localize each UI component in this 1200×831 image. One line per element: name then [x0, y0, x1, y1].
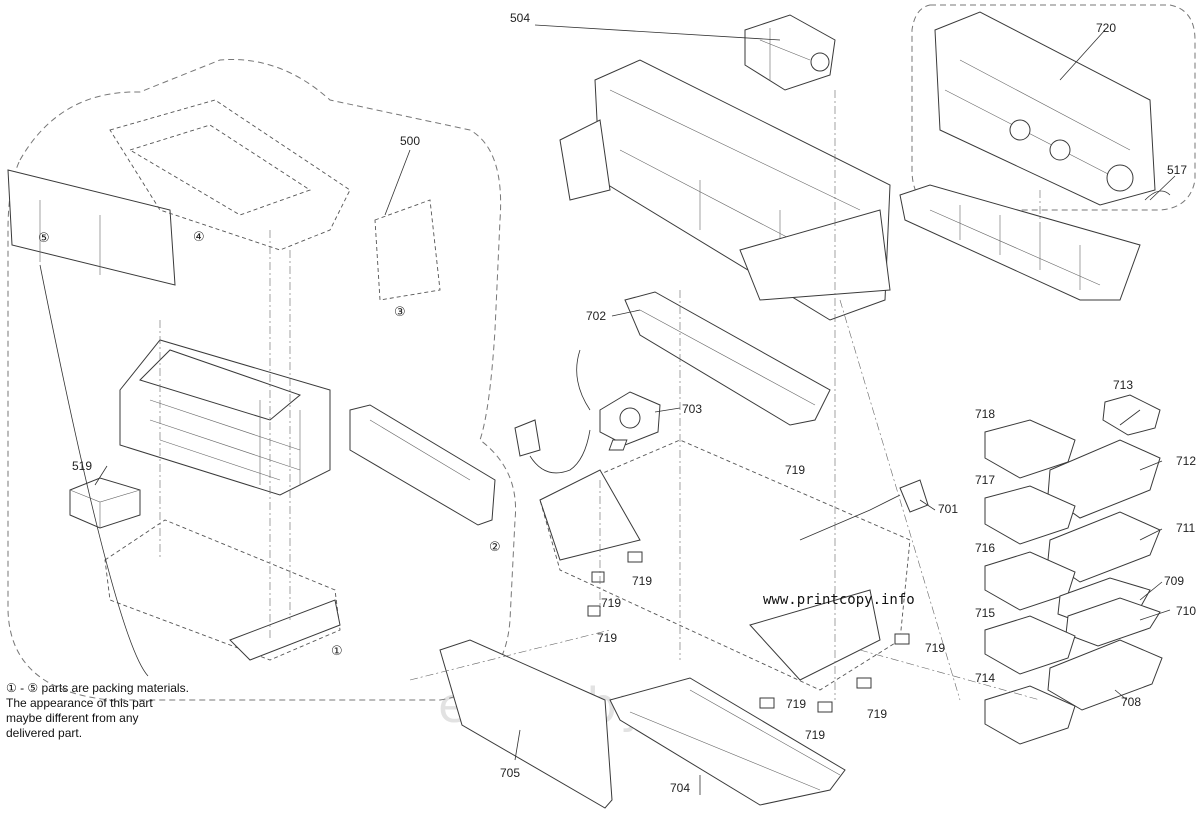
note-line-3: maybe different from any: [6, 711, 139, 725]
label-719-a: 719: [785, 463, 805, 477]
part-4-top-packing: [109, 99, 351, 251]
part-705-front-cover: [439, 639, 613, 809]
label-711: 711: [1176, 521, 1195, 535]
label-719-f: 719: [786, 697, 806, 711]
part-713-sheet: [1102, 394, 1161, 436]
label-716: 716: [975, 541, 995, 555]
note-line-4: delivered part.: [6, 726, 83, 740]
label-circled-5: ⑤: [38, 231, 50, 246]
label-702: 702: [586, 309, 606, 323]
site-watermark: www.printcopy.info: [763, 592, 915, 608]
part-504-carriage: [744, 14, 836, 91]
label-circled-3: ③: [394, 305, 406, 320]
label-718: 718: [975, 407, 995, 421]
label-circled-4: ④: [193, 230, 205, 245]
label-720: 720: [1096, 21, 1116, 35]
flat-parts-stack: [984, 394, 1163, 745]
label-719-c: 719: [601, 596, 621, 610]
label-705: 705: [500, 766, 520, 780]
label-circled-1: ①: [331, 644, 343, 659]
part-702-cover-bar: [624, 291, 831, 426]
part-5-front-packing: [7, 169, 176, 286]
label-719-b: 719: [632, 574, 652, 588]
packing-group-boundary: [7, 59, 517, 701]
cable-assembly: [514, 419, 591, 474]
label-709: 709: [1164, 574, 1184, 588]
label-519: 519: [72, 459, 92, 473]
part-3-side-packing: [374, 199, 441, 301]
label-717: 717: [975, 473, 995, 487]
label-719-g: 719: [805, 728, 825, 742]
label-714: 714: [975, 671, 995, 685]
printer-mechanism-assembly: [119, 339, 331, 496]
label-701: 701: [938, 502, 958, 516]
part-715-sheet: [984, 615, 1076, 675]
label-703: 703: [682, 402, 702, 416]
main-frame: [559, 59, 891, 321]
label-715: 715: [975, 606, 995, 620]
label-708: 708: [1121, 695, 1141, 709]
label-504: 504: [510, 11, 530, 25]
label-712: 712: [1176, 454, 1196, 468]
part-717-sheet: [984, 485, 1076, 545]
label-704: 704: [670, 781, 690, 795]
foot-pads-719: [587, 439, 910, 713]
packing-note: ① - ⑤ parts are packing materials. The a…: [6, 681, 236, 741]
part-708-sheet: [1047, 639, 1163, 711]
output-rake: [899, 184, 1141, 301]
part-1-base-packing: [104, 519, 341, 661]
housing-lower: [539, 439, 911, 691]
part-714-sheet: [984, 685, 1076, 745]
part-720-paper-feed: [934, 11, 1156, 206]
part-701-sensor: [799, 479, 929, 541]
label-500: 500: [400, 134, 420, 148]
explode-lines: [409, 90, 1041, 701]
label-719-d: 719: [597, 631, 617, 645]
callout-leaders: [39, 24, 1176, 795]
part-703-motor: [576, 349, 661, 446]
label-719-e: 719: [925, 641, 945, 655]
label-517: 517: [1167, 163, 1187, 177]
label-circled-2: ②: [489, 540, 501, 555]
label-710: 710: [1176, 604, 1196, 618]
note-line-2: The appearance of this part: [6, 696, 153, 710]
part-519-foam-block: [69, 477, 141, 529]
part-2-strip-packing: [349, 404, 496, 526]
note-line-1: ① - ⑤ parts are packing materials.: [6, 681, 189, 695]
label-719-h: 719: [867, 707, 887, 721]
label-713: 713: [1113, 378, 1133, 392]
part-704-tray: [609, 677, 846, 806]
